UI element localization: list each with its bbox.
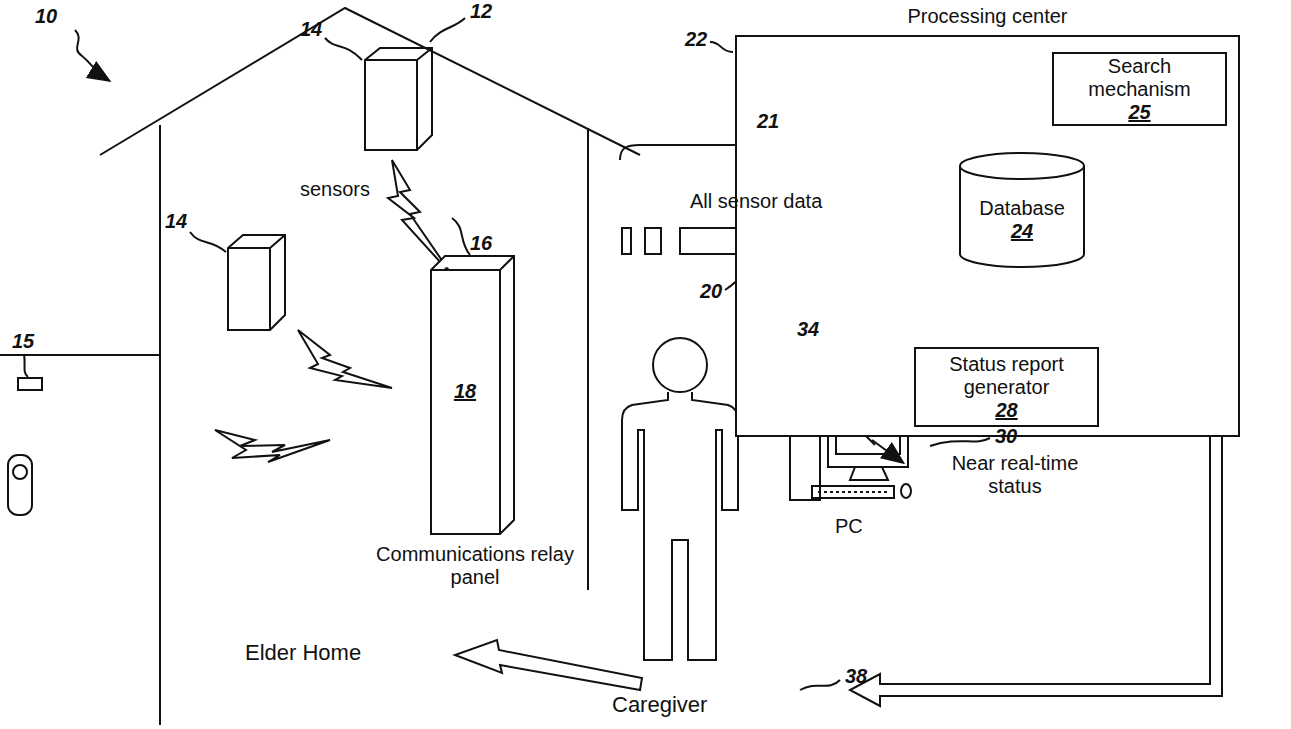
house-wall (587, 128, 589, 590)
wireless-signal (298, 330, 392, 388)
callout-number: 18 (430, 380, 500, 403)
node-text: Status report generator (924, 353, 1089, 399)
keys (818, 491, 888, 493)
callout-number: 16 (470, 232, 492, 255)
leader-line (325, 38, 362, 60)
callout-number: 10 (35, 5, 57, 28)
callout-number: 12 (470, 0, 492, 23)
callout-number: 22 (685, 28, 707, 51)
callout-number: 30 (995, 425, 1017, 448)
label: Near real-time status (935, 452, 1095, 498)
leader-line (930, 438, 990, 446)
pc-stand (850, 467, 888, 480)
component-box: Status report generator28 (914, 347, 1099, 427)
callout-number: 34 (797, 318, 819, 341)
sensor (228, 235, 285, 330)
leader-line (190, 232, 226, 252)
caregiver-head (653, 338, 707, 392)
label: sensors (300, 178, 370, 201)
component-box: Search mechanism25 (1052, 52, 1227, 126)
database-cylinder: Database24 (959, 152, 1085, 268)
door-knob (13, 465, 27, 479)
wireless-signal (215, 430, 330, 462)
pc-keyboard (812, 486, 894, 498)
callout-number: 15 (12, 330, 34, 353)
callout-number: 25 (1128, 101, 1150, 124)
leader-line (800, 680, 840, 690)
relay-panel: 18Communications relay panel (430, 255, 515, 535)
door (0, 355, 160, 725)
callout-number: 28 (995, 399, 1017, 422)
door-sensor (18, 378, 42, 390)
callout-number: 24 (1011, 220, 1033, 243)
callout-number: 14 (300, 18, 322, 41)
house-roof (100, 8, 640, 155)
sensor (365, 48, 432, 150)
node-text: Search mechanism (1062, 55, 1217, 101)
label: PC (835, 515, 863, 538)
leader-line (24, 354, 28, 377)
data-packet (645, 228, 661, 254)
callout-number: 38 (845, 665, 867, 688)
processing-center: Processing centerSearch mechanism25Datab… (735, 35, 1240, 437)
label: Caregiver (612, 692, 707, 717)
callout-number: 14 (165, 210, 187, 233)
panel-label: Communications relay panel (375, 543, 575, 589)
door-handle (8, 455, 32, 515)
leader-line (75, 30, 108, 80)
label: All sensor data (690, 190, 822, 213)
visit-arrow (455, 640, 642, 690)
leader-line (452, 218, 470, 255)
node-heading: Processing center (737, 5, 1238, 28)
pc-mouse (901, 484, 911, 498)
data-packet (622, 228, 631, 254)
leader-line (430, 18, 465, 42)
node-text: Database (979, 197, 1065, 220)
status-arrow (872, 440, 902, 462)
leader-line (710, 42, 733, 52)
caregiver-body (622, 392, 738, 660)
label: Elder Home (245, 640, 361, 665)
callout-number: 20 (700, 280, 722, 303)
report-arrow (850, 430, 1222, 706)
callout-number: 21 (757, 110, 779, 133)
